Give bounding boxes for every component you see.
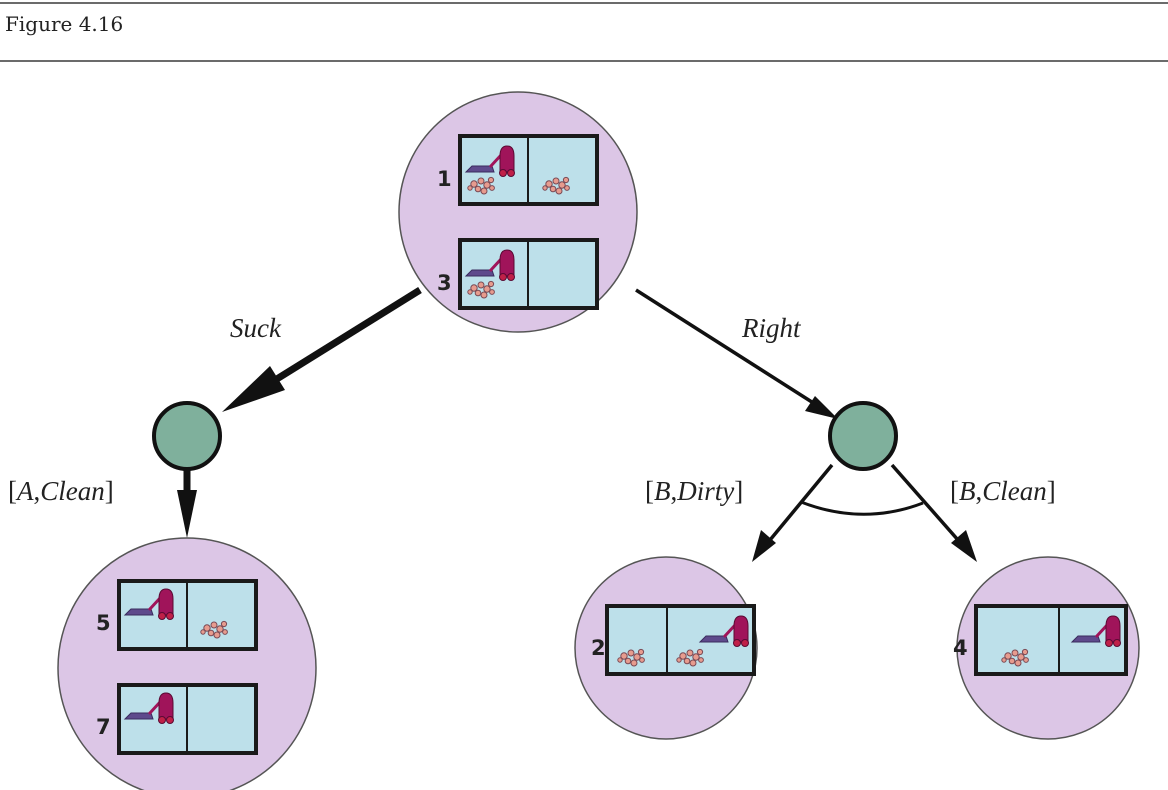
belief-state-root: 1 3 — [398, 91, 638, 333]
svg-text:2: 2 — [591, 636, 606, 660]
state-1: 1 — [437, 134, 599, 206]
state-5: 5 — [96, 579, 258, 651]
right-label: Right — [741, 313, 802, 343]
and-arc — [800, 500, 924, 516]
svg-text:5: 5 — [96, 611, 111, 635]
svg-text:1: 1 — [437, 167, 452, 191]
belief-state-suck-result: 5 7 — [57, 537, 317, 790]
belief-state-b-clean: 4 — [953, 556, 1140, 740]
belief-state-b-dirty: 2 — [574, 556, 758, 740]
top-rule — [0, 2, 1168, 4]
svg-text:4: 4 — [953, 636, 968, 660]
svg-text:7: 7 — [96, 715, 111, 739]
state-7: 7 — [96, 683, 258, 755]
state-4: 4 — [953, 604, 1128, 676]
svg-text:3: 3 — [437, 271, 452, 295]
b-dirty-edge — [752, 463, 834, 562]
right-edge — [635, 288, 838, 419]
title-rule — [0, 60, 1168, 62]
state-3: 3 — [437, 238, 599, 310]
chance-node-suck — [152, 401, 222, 471]
figure-title: Figure 4.16 — [5, 12, 124, 36]
chance-node-right — [828, 401, 898, 471]
a-clean-edge — [177, 470, 197, 538]
b-clean-label: [B,Clean] — [950, 476, 1056, 506]
b-clean-edge — [890, 463, 977, 562]
state-2: 2 — [591, 604, 756, 676]
a-clean-label: [A,Clean] — [8, 476, 114, 506]
suck-label: Suck — [230, 313, 282, 343]
b-dirty-label: [B,Dirty] — [645, 476, 743, 506]
suck-edge — [222, 287, 422, 412]
